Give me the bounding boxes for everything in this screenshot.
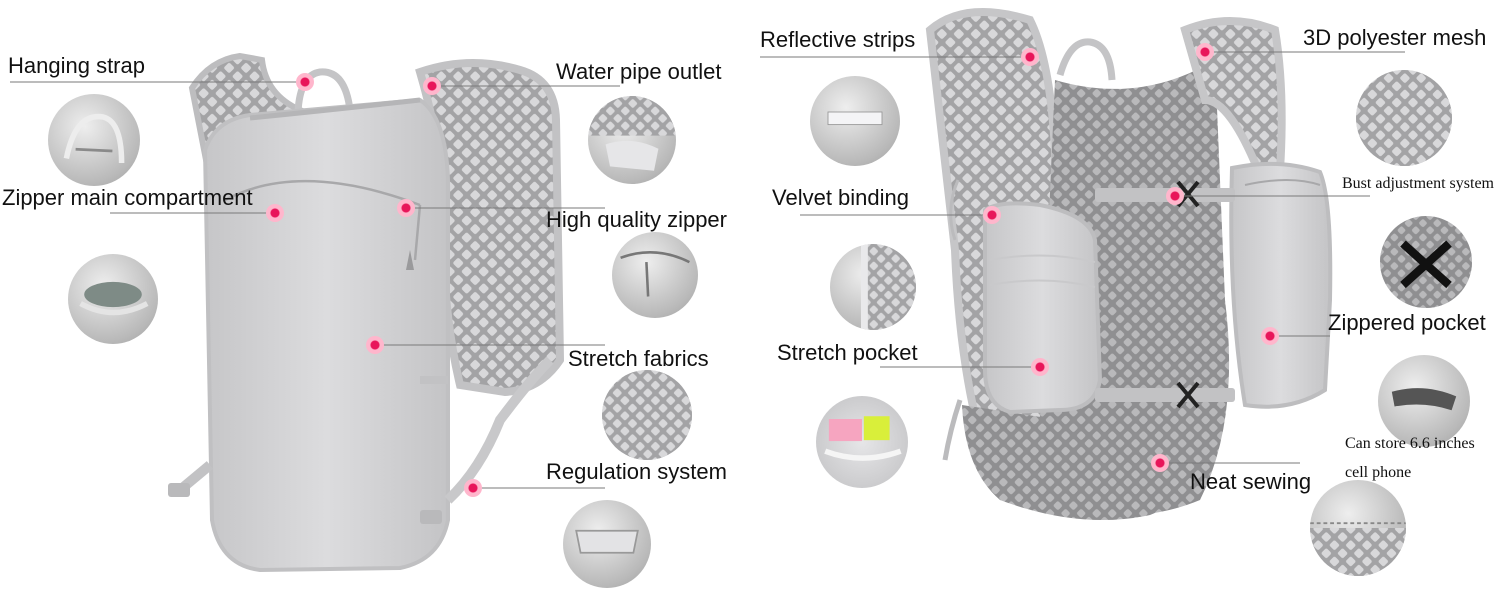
thumb-stretch-pocket: [816, 396, 908, 488]
front-vest: [168, 52, 565, 573]
marker-dot: [1196, 43, 1214, 61]
label-phone-capacity-line2: cell phone: [1345, 464, 1412, 481]
thumb-water-pipe: [588, 96, 676, 184]
marker-dot: [266, 204, 284, 222]
marker-dot: [1261, 327, 1279, 345]
thumb-phone-pocket: [1378, 355, 1470, 447]
thumb-compartment: [68, 254, 158, 344]
marker-dot: [296, 73, 314, 91]
marker-dot: [423, 77, 441, 95]
marker-dot: [366, 336, 384, 354]
label-stretch-fabrics: Stretch fabrics: [568, 346, 709, 371]
thumb-binding: [830, 244, 916, 330]
label-3d-polyester-mesh: 3D polyester mesh: [1303, 25, 1487, 50]
thumb-zipper: [612, 232, 698, 318]
marker-dot: [1151, 454, 1169, 472]
label-regulation-system: Regulation system: [546, 459, 727, 484]
thumb-reflective: [810, 76, 900, 166]
label-phone-capacity-line1: Can store 6.6 inches: [1345, 435, 1475, 452]
marker-dot: [1021, 48, 1039, 66]
thumb-stretch-fabric: [602, 370, 692, 460]
label-high-quality-zipper: High quality zipper: [546, 207, 727, 232]
marker-dot: [1031, 358, 1049, 376]
callout-lines: [10, 51, 1405, 489]
marker-dot: [464, 479, 482, 497]
thumb-pocket-interior: [48, 94, 140, 186]
label-hanging-strap: Hanging strap: [8, 53, 145, 78]
thumb-sewing: [1310, 480, 1406, 576]
label-bust-adjustment-system: Bust adjustment system: [1342, 175, 1494, 192]
label-velvet-binding: Velvet binding: [772, 185, 909, 210]
marker-dot: [1166, 187, 1184, 205]
snack-pack-icon: [863, 416, 890, 441]
marker-dot: [983, 206, 1001, 224]
snack-pack-icon: [828, 419, 862, 442]
label-zippered-pocket: Zippered pocket: [1328, 310, 1486, 335]
label-reflective-strips: Reflective strips: [760, 27, 916, 52]
back-vest: [925, 8, 1333, 520]
thumb-3d-mesh: [1356, 70, 1452, 166]
marker-dot: [397, 199, 415, 217]
thumb-buckle: [563, 500, 651, 588]
thumb-bust-buckle: [1380, 216, 1472, 308]
label-stretch-pocket: Stretch pocket: [777, 340, 918, 365]
label-neat-sewing: Neat sewing: [1190, 469, 1312, 494]
label-water-pipe-outlet: Water pipe outlet: [556, 59, 722, 84]
label-zipper-main-compartment: Zipper main compartment: [2, 185, 253, 210]
